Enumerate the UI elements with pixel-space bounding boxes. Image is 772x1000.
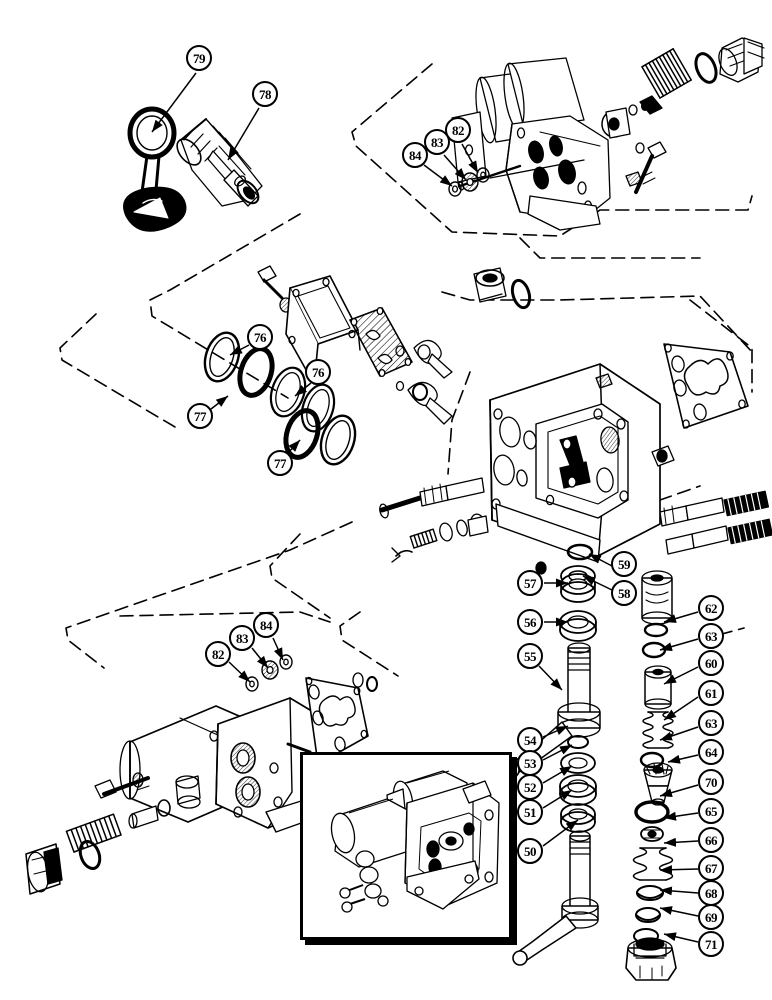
- callout-64: 64: [698, 739, 724, 765]
- callout-leader-line: [542, 819, 579, 847]
- callout-leader-line: [582, 575, 613, 591]
- callout-leader-line: [210, 395, 229, 410]
- callout-63: 63: [698, 710, 724, 736]
- callout-leader-line: [663, 696, 699, 721]
- callout-60: 60: [698, 650, 724, 676]
- callout-67: 67: [698, 855, 724, 881]
- callout-leader-line: [251, 647, 269, 669]
- callout-78: 78: [252, 81, 278, 107]
- callout-leader-line: [663, 666, 699, 685]
- callout-58: 58: [611, 580, 637, 606]
- callout-leader-line: [228, 661, 251, 683]
- assembled-valve-drawing: [330, 770, 500, 913]
- callout-79: 79: [186, 45, 212, 71]
- callout-leader-line: [667, 754, 699, 764]
- callout-leader-line: [542, 725, 569, 738]
- callout-leader-line: [659, 865, 699, 875]
- callout-83: 83: [229, 625, 255, 651]
- callout-55: 55: [517, 643, 543, 669]
- callout-leader-line: [659, 886, 699, 896]
- callout-leader-line: [542, 765, 573, 784]
- callout-77: 77: [267, 450, 293, 476]
- assembled-valve-inset: [300, 752, 512, 940]
- callout-51: 51: [517, 799, 543, 825]
- callout-leader-line: [659, 784, 699, 797]
- callout-70: 70: [698, 769, 724, 795]
- callout-59: 59: [611, 551, 637, 577]
- callout-leader-line: [659, 726, 699, 741]
- callout-leader-line: [542, 789, 573, 809]
- callout-leader-line: [663, 611, 699, 623]
- callout-leader-line: [151, 72, 197, 133]
- callout-leader-line: [663, 837, 699, 847]
- callout-leader-line: [229, 344, 250, 356]
- callout-68: 68: [698, 880, 724, 906]
- callout-leader-line: [461, 143, 479, 174]
- callout-leader-line: [663, 932, 699, 943]
- callout-leaders: [151, 72, 699, 943]
- callout-54: 54: [517, 727, 543, 753]
- callout-63: 63: [698, 623, 724, 649]
- callout-61: 61: [698, 680, 724, 706]
- callout-leader-line: [659, 638, 699, 651]
- callout-leader-line: [538, 665, 563, 691]
- callout-69: 69: [698, 904, 724, 930]
- callout-65: 65: [698, 798, 724, 824]
- callout-leader-line: [659, 906, 699, 917]
- callout-leader-line: [423, 164, 453, 187]
- callout-leader-line: [294, 382, 312, 397]
- callout-84: 84: [253, 612, 279, 638]
- callout-62: 62: [698, 595, 724, 621]
- callout-66: 66: [698, 827, 724, 853]
- callout-57: 57: [517, 570, 543, 596]
- callout-77: 77: [187, 403, 213, 429]
- callout-82: 82: [445, 117, 471, 143]
- callout-leader-line: [588, 553, 613, 567]
- callout-leader-line: [663, 811, 699, 821]
- callout-leader-line: [227, 107, 260, 161]
- callout-56: 56: [517, 609, 543, 635]
- callout-76: 76: [247, 324, 273, 350]
- callout-leader-line: [287, 439, 301, 454]
- callout-76: 76: [305, 359, 331, 385]
- callout-leader-line: [272, 637, 284, 661]
- callout-84: 84: [402, 142, 428, 168]
- callout-71: 71: [698, 931, 724, 957]
- callout-50: 50: [517, 838, 543, 864]
- callout-53: 53: [517, 750, 543, 776]
- callout-leader-line: [443, 154, 467, 181]
- callout-82: 82: [205, 641, 231, 667]
- callout-52: 52: [517, 774, 543, 800]
- callout-leader-line: [542, 744, 573, 761]
